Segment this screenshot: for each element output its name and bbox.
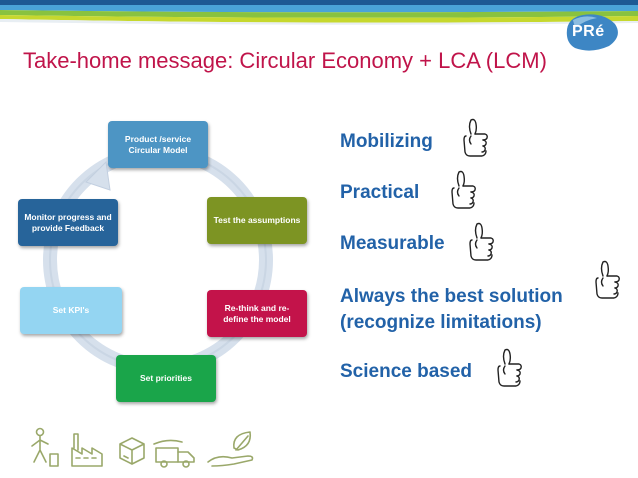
truck-icon	[153, 439, 195, 468]
factory-icon	[71, 433, 103, 467]
message-recognize-limitations: (recognize limitations)	[340, 312, 542, 333]
hand-leaf-icon	[207, 431, 254, 467]
logo-text: PRé	[572, 23, 605, 40]
person-recycling-icon	[31, 427, 59, 467]
thumbs-up-icon	[595, 260, 620, 299]
step-set-kpis: Set KPI's	[20, 287, 122, 334]
thumbs-up-icon	[497, 348, 522, 387]
slide-title: Take-home message: Circular Economy + LC…	[23, 48, 547, 73]
step-label: Set priorities	[140, 373, 192, 383]
thumbs-up-icon	[451, 170, 476, 209]
step-label: Re-think and re- define the model	[223, 302, 291, 324]
message-science-based: Science based	[340, 361, 473, 382]
message-always-best-solution: Always the best solution	[340, 286, 563, 307]
message-measurable: Measurable	[340, 233, 445, 254]
step-product-service-circular-model: Product /service Circular Model	[108, 121, 208, 168]
step-rethink-redefine-model: Re-think and re- define the model	[207, 290, 307, 337]
step-label: Product /service Circular Model	[124, 133, 192, 155]
step-set-priorities: Set priorities	[116, 355, 216, 402]
step-test-assumptions: Test the assumptions	[207, 197, 307, 244]
step-label: Test the assumptions	[213, 215, 301, 225]
thumbs-up-icon	[469, 222, 494, 261]
message-practical: Practical	[340, 182, 420, 203]
step-monitor-progress-feedback: Monitor progress and provide Feedback	[18, 199, 118, 246]
thumbs-up-icon	[463, 118, 488, 157]
top-color-bands	[0, 0, 638, 25]
message-mobilizing: Mobilizing	[340, 131, 433, 152]
step-label: Monitor progress and provide Feedback	[24, 211, 112, 233]
boxes-icon	[119, 437, 145, 465]
lifecycle-icons-strip	[31, 427, 254, 468]
cycle-arrowhead-icon	[85, 160, 111, 191]
pre-logo-icon	[566, 14, 618, 51]
step-label: Set KPI's	[52, 305, 90, 315]
